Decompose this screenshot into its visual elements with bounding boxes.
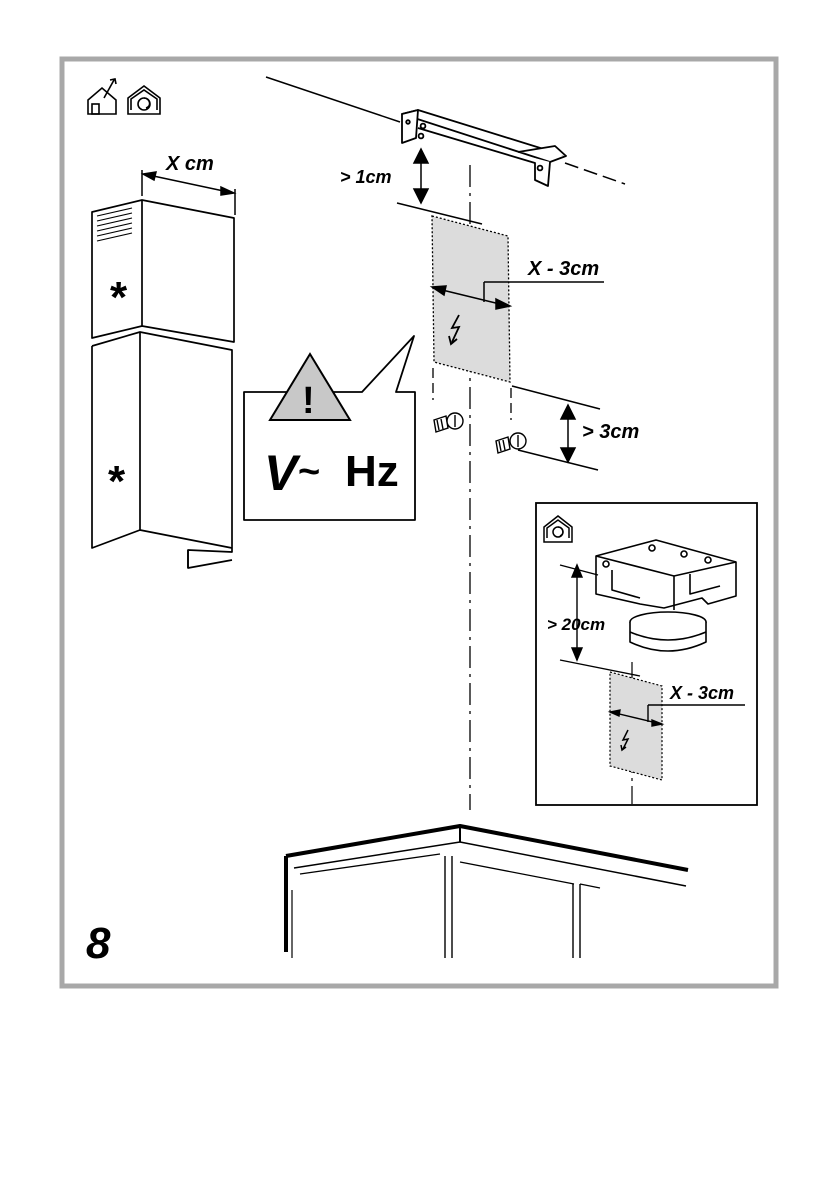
chimney-width-label: X cm	[165, 153, 214, 175]
house-recirculation-icon	[128, 86, 160, 114]
warning-mark: !	[302, 380, 315, 422]
screw-left	[434, 413, 463, 432]
voltage-tilde: ~	[298, 451, 320, 493]
cooker-hood	[286, 826, 688, 958]
screw-gap-label: > 3cm	[582, 421, 639, 443]
chimney-mark-lower: *	[108, 457, 126, 506]
inset-duct-gap-label: > 20cm	[547, 615, 605, 634]
screw-right	[496, 433, 526, 453]
voltage-symbol: V	[264, 445, 301, 501]
frequency-unit: Hz	[345, 447, 399, 496]
socket-area	[432, 216, 510, 382]
chimney-mark-upper: *	[110, 273, 128, 322]
socket-width-label: X - 3cm	[527, 258, 599, 280]
wall-bracket	[402, 110, 566, 186]
house-outlet-icon	[88, 79, 116, 114]
bracket-gap-dimension	[397, 149, 482, 224]
inset-socket-width-label: X - 3cm	[669, 683, 734, 703]
chimney-lower-section	[92, 332, 232, 568]
warning-triangle-icon: !	[270, 354, 350, 422]
step-number: 8	[86, 919, 111, 968]
ceiling-line	[266, 77, 625, 184]
bracket-gap-label: > 1cm	[340, 167, 392, 187]
